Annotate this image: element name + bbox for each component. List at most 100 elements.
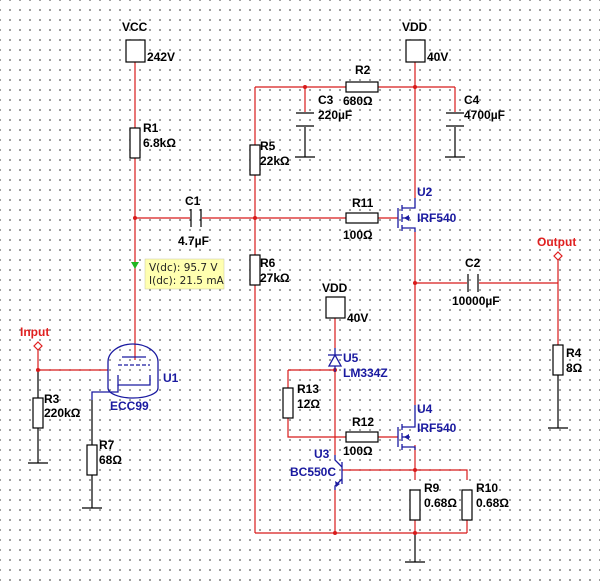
u1-part: ECC99 xyxy=(110,399,149,413)
vdd-supply-top[interactable]: VDD 40V xyxy=(402,20,448,64)
r3-value: 220kΩ xyxy=(44,406,81,420)
probe-readout-box xyxy=(144,258,225,290)
capacitor-c2[interactable]: C2 10000µF xyxy=(452,256,500,308)
vcc-terminal xyxy=(125,39,146,63)
resistor-r13[interactable]: R13 12Ω xyxy=(282,382,320,419)
r13-value: 12Ω xyxy=(297,397,320,411)
r4-ref: R4 xyxy=(566,346,582,360)
u2-part: IRF540 xyxy=(417,211,457,225)
wire-input-u1 xyxy=(37,350,108,371)
r4-body xyxy=(552,344,564,376)
vcc-supply[interactable]: VCC 242V xyxy=(122,20,175,64)
vdd-top-name: VDD xyxy=(402,20,428,34)
r12-body xyxy=(345,431,379,443)
c1-value: 4.7µF xyxy=(178,234,209,248)
r13-ref: R13 xyxy=(297,382,319,396)
vdd-mid-name: VDD xyxy=(322,281,348,295)
r7-ref: R7 xyxy=(99,438,115,452)
r12-value: 100Ω xyxy=(343,444,373,458)
r6-value: 27kΩ xyxy=(260,271,290,285)
resistor-r9[interactable]: R9 0.68Ω xyxy=(409,481,457,521)
r9-ref: R9 xyxy=(424,481,440,495)
c4-value: 4700µF xyxy=(464,108,505,122)
resistor-r10[interactable]: R10 0.68Ω xyxy=(461,481,509,521)
capacitor-c1[interactable]: C1 4.7µF xyxy=(178,194,209,248)
u3-ref: U3 xyxy=(314,447,330,461)
vcc-name: VCC xyxy=(122,20,148,34)
r6-ref: R6 xyxy=(260,256,276,270)
output-port[interactable]: Output xyxy=(537,235,576,261)
r5-ref: R5 xyxy=(260,139,276,153)
u5-part: LM334Z xyxy=(343,366,388,380)
input-connector xyxy=(33,341,43,351)
probe-idc: I(dc): 21.5 mA xyxy=(149,275,225,287)
r11-body xyxy=(345,212,379,224)
r1-value: 6.8kΩ xyxy=(143,136,176,150)
resistor-r1[interactable]: R1 6.8kΩ xyxy=(129,121,176,159)
r7-body xyxy=(86,444,98,476)
r11-value: 100Ω xyxy=(343,228,373,242)
ground-wires xyxy=(37,127,559,562)
r1-body xyxy=(129,127,141,159)
vdd-mid-terminal xyxy=(325,296,346,319)
current-source-u5[interactable]: U5 LM334Z xyxy=(327,348,388,380)
r2-value: 680Ω xyxy=(343,94,373,108)
resistor-r6[interactable]: R6 27kΩ xyxy=(249,254,290,286)
u1-cathode xyxy=(117,375,151,386)
output-connector xyxy=(553,251,563,261)
vdd-mid-value: 40V xyxy=(347,311,368,325)
r10-value: 0.68Ω xyxy=(476,496,509,510)
r9-value: 0.68Ω xyxy=(424,496,457,510)
r13-body xyxy=(282,387,294,419)
resistor-r2[interactable]: R2 680Ω xyxy=(343,63,379,108)
u1-cathode-lead xyxy=(91,385,119,400)
vdd-top-terminal xyxy=(405,39,426,63)
ground-symbols xyxy=(28,156,568,563)
resistor-r7[interactable]: R7 68Ω xyxy=(86,438,122,476)
resistor-r3[interactable]: R3 220kΩ xyxy=(32,392,81,429)
vdd-top-value: 40V xyxy=(427,50,448,64)
r2-ref: R2 xyxy=(355,63,371,77)
u5-ref: U5 xyxy=(343,351,359,365)
resistor-r5[interactable]: R5 22kΩ xyxy=(249,139,290,176)
mosfet-u4[interactable]: U4 IRF540 xyxy=(397,402,457,450)
capacitor-c4[interactable]: C4 4700µF xyxy=(446,93,505,127)
bjt-u3[interactable]: U3 BC550C xyxy=(290,447,343,490)
mosfet-u2[interactable]: U2 IRF540 xyxy=(397,185,457,232)
c2-value: 10000µF xyxy=(452,294,500,308)
r5-body xyxy=(249,144,261,176)
r3-body xyxy=(32,397,44,429)
input-port[interactable]: Input xyxy=(20,325,49,351)
c3-ref: C3 xyxy=(318,93,334,107)
r10-ref: R10 xyxy=(476,481,498,495)
u4-part: IRF540 xyxy=(417,421,457,435)
input-label: Input xyxy=(20,325,49,339)
resistor-r4[interactable]: R4 8Ω xyxy=(552,344,583,376)
r3-ref: R3 xyxy=(44,392,60,406)
c2-ref: C2 xyxy=(465,256,481,270)
capacitor-c3[interactable]: C3 220µF xyxy=(296,93,352,127)
r6-body xyxy=(249,254,261,286)
r1-ref: R1 xyxy=(143,121,159,135)
u1-envelope xyxy=(107,343,159,399)
vdd-supply-mid[interactable]: VDD 40V xyxy=(322,281,368,325)
u3-part: BC550C xyxy=(290,465,336,479)
junction-dots xyxy=(36,85,417,535)
measurement-probe[interactable]: V(dc): 95.7 V I(dc): 21.5 mA xyxy=(131,258,225,290)
resistor-r11[interactable]: R11 100Ω xyxy=(343,196,379,242)
r5-value: 22kΩ xyxy=(260,154,290,168)
r2-body xyxy=(345,81,379,93)
r11-ref: R11 xyxy=(352,196,374,210)
resistor-r12[interactable]: R12 100Ω xyxy=(343,415,379,458)
r4-value: 8Ω xyxy=(566,361,583,375)
c3-value: 220µF xyxy=(318,108,352,122)
triode-u1[interactable]: U1 ECC99 xyxy=(91,343,179,413)
probe-vdc: V(dc): 95.7 V xyxy=(149,262,218,274)
probe-marker xyxy=(131,262,139,269)
r9-body xyxy=(409,489,421,521)
u4-ref: U4 xyxy=(417,402,433,416)
c1-ref: C1 xyxy=(185,194,201,208)
r7-value: 68Ω xyxy=(99,453,122,467)
